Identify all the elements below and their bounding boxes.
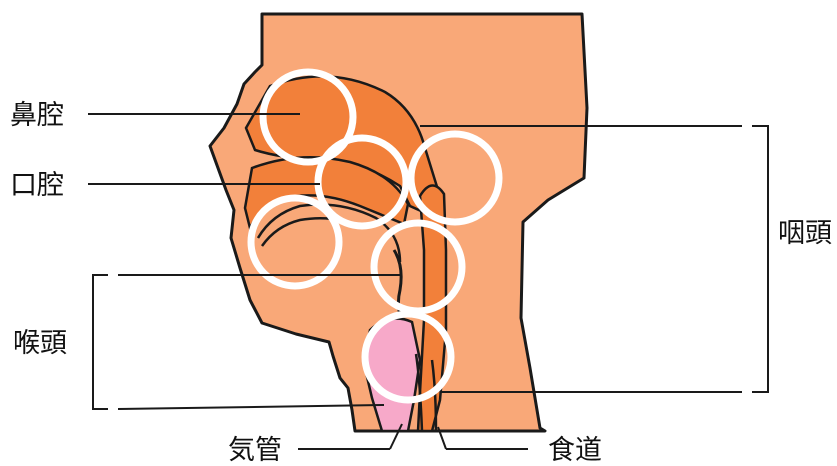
label-esophagus: 食道 [548, 435, 602, 466]
label-trachea: 気管 [228, 435, 282, 466]
pharynx-bracket [752, 126, 768, 392]
label-oral-cavity: 口腔 [10, 170, 64, 201]
label-nasal-cavity: 鼻腔 [10, 100, 64, 131]
larynx-bracket [93, 275, 108, 409]
label-pharynx: 咽頭 [778, 218, 832, 249]
label-larynx: 喉頭 [13, 328, 67, 359]
larynx-bottom-leader [118, 405, 384, 409]
